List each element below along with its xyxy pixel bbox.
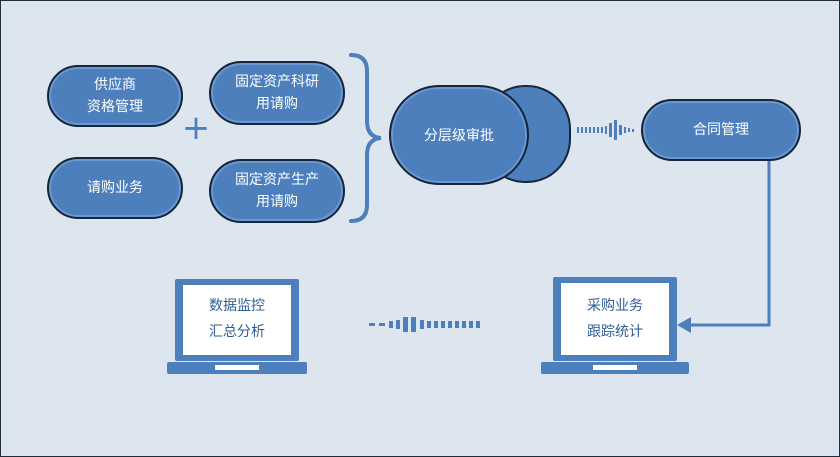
contract-to-tracking-arrow <box>689 161 771 327</box>
supplier-line-1: 供应商 <box>94 77 136 93</box>
arrowhead-icon <box>677 317 691 333</box>
tracking-label: 采购业务 跟踪统计 <box>561 293 669 345</box>
plus-icon: + <box>181 108 211 148</box>
tracking-line-2: 跟踪统计 <box>587 324 643 340</box>
purchase-request-label: 请购业务 <box>87 180 143 196</box>
monitor-label: 数据监控 汇总分析 <box>183 293 291 345</box>
brace-icon <box>349 53 382 223</box>
tracking-line-1: 采购业务 <box>587 298 643 314</box>
purchase-request-node: 请购业务 <box>47 157 183 219</box>
fixed-asset-rd-node: 固定资产科研 用请购 <box>209 61 345 125</box>
contract-label: 合同管理 <box>693 122 749 138</box>
fixed-asset-rd-line-2: 用请购 <box>256 96 298 112</box>
approval-label: 分层级审批 <box>424 128 494 144</box>
laptop-monitor-icon <box>167 279 307 374</box>
fixed-asset-production-node: 固定资产生产 用请购 <box>209 159 345 223</box>
fixed-asset-rd-line-1: 固定资产科研 <box>235 74 319 90</box>
monitor-line-2: 汇总分析 <box>209 324 265 340</box>
monitor-line-1: 数据监控 <box>209 298 265 314</box>
tracking-to-monitor-connector <box>369 317 480 332</box>
approval-to-contract-connector <box>577 120 634 140</box>
fixed-asset-production-line-1: 固定资产生产 <box>235 172 319 188</box>
contract-management-node: 合同管理 <box>641 99 801 161</box>
supplier-qualification-node: 供应商 资格管理 <box>47 65 183 127</box>
supplier-line-2: 资格管理 <box>87 99 143 115</box>
laptop-tracking-icon <box>541 277 689 374</box>
fixed-asset-production-line-2: 用请购 <box>256 194 298 210</box>
approval-node: 分层级审批 <box>389 85 529 185</box>
